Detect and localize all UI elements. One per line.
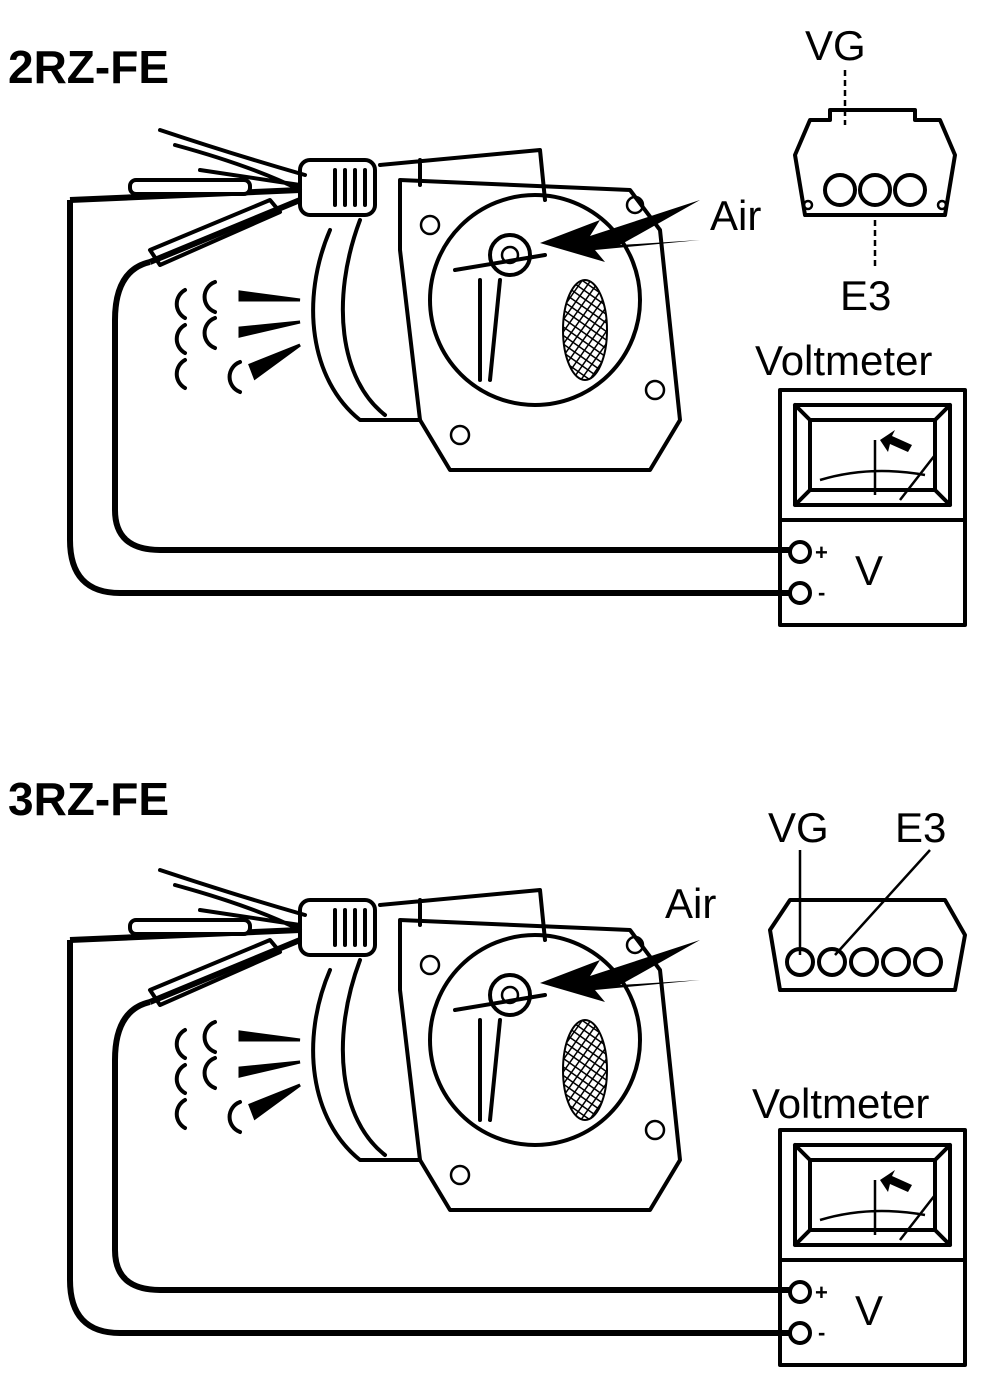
volt-symbol: V (855, 1287, 883, 1334)
e3-label: E3 (840, 272, 891, 319)
air-label: Air (710, 192, 761, 239)
vg-label: VG (805, 22, 866, 69)
voltmeter-label: Voltmeter (752, 1080, 929, 1127)
minus-terminal: - (818, 1320, 825, 1345)
e3-label: E3 (895, 804, 946, 851)
air-label: Air (665, 880, 716, 927)
connector-5pin-diagram (768, 849, 967, 992)
plus-terminal: + (815, 540, 828, 565)
volt-symbol: V (855, 547, 883, 594)
voltmeter-label: Voltmeter (755, 337, 932, 384)
vg-label: VG (768, 804, 829, 851)
connector-3pin-diagram (793, 70, 957, 270)
minus-terminal: - (818, 580, 825, 605)
engine-title: 3RZ-FE (8, 773, 169, 825)
panel-2rz-fe: 2RZ-FE Air VG E3 Voltmeter V + - (8, 22, 965, 625)
panel-3rz-fe: 3RZ-FE Air VG E3 Voltmeter V + - (8, 773, 965, 1365)
plus-terminal: + (815, 1280, 828, 1305)
engine-title: 2RZ-FE (8, 41, 169, 93)
